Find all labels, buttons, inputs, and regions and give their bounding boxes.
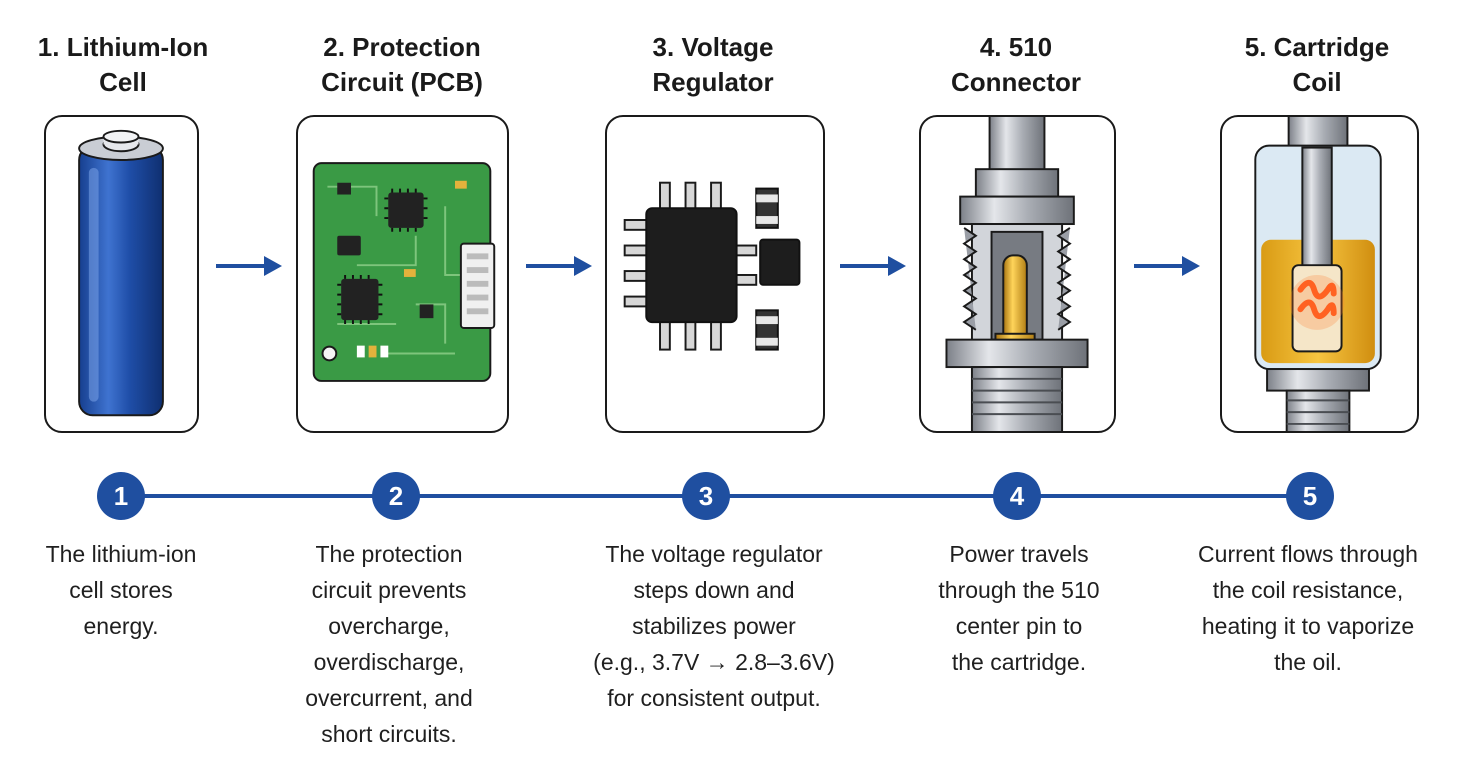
step-4-title-line1: 4. 510 (979, 32, 1053, 62)
step-1-description: The lithium-ion cell stores energy. (0, 536, 271, 644)
step-3-desc-line: The voltage regulator (605, 541, 823, 567)
step-2-title: 2. Protection Circuit (PCB) (252, 30, 552, 100)
step-3-title: 3. Voltage Regulator (563, 30, 863, 100)
step-1-desc-line: energy. (83, 613, 159, 639)
step-timeline: 1 2 3 4 5 (97, 472, 1334, 520)
step-2-desc-line: overdischarge, (313, 649, 465, 675)
step-4-desc-line: the cartridge. (951, 649, 1087, 675)
card-cartridge-coil (1220, 115, 1419, 433)
pcb-board-icon (312, 162, 496, 382)
step-2-title-line2: Circuit (PCB) (321, 67, 483, 97)
arrow-icon (840, 256, 906, 276)
step-marker-3: 3 (682, 472, 730, 520)
arrow-icon (526, 256, 592, 276)
step-2-desc-line: circuit prevents (311, 577, 467, 603)
step-5-desc-line: heating it to vaporize (1201, 613, 1415, 639)
card-protection-circuit (296, 115, 509, 433)
step-marker-2-number: 2 (389, 481, 403, 511)
cartridge-coil-icon (1254, 117, 1382, 431)
step-1-title-line2: Cell (99, 67, 147, 97)
card-lithium-ion-cell (44, 115, 199, 433)
step-3-desc-line: for consistent output. (607, 685, 821, 711)
voltage-regulator-chip-icon (623, 181, 801, 351)
step-4-title-line2: Connector (951, 67, 1081, 97)
step-5-desc-line: the oil. (1274, 649, 1342, 675)
step-marker-4-number: 4 (1010, 481, 1025, 511)
step-5-title: 5. Cartridge Coil (1167, 30, 1467, 100)
step-marker-3-number: 3 (699, 481, 713, 511)
step-3-desc-line: steps down and (633, 577, 795, 603)
step-4-description: Power travels through the 510 center pin… (869, 536, 1169, 680)
step-5-description: Current flows through the coil resistanc… (1158, 536, 1458, 680)
step-4-desc-line: Power travels (949, 541, 1089, 567)
step-2-title-line1: 2. Protection (323, 32, 481, 62)
step-2-desc-line: short circuits. (321, 721, 457, 747)
step-1-desc-line: The lithium-ion (45, 541, 197, 567)
step-5-desc-line: the coil resistance, (1212, 577, 1404, 603)
card-voltage-regulator (605, 115, 825, 433)
step-marker-5: 5 (1286, 472, 1334, 520)
step-3-title-line1: 3. Voltage (652, 32, 774, 62)
arrow-icon (216, 256, 282, 276)
step-2-desc-line: overcurrent, and (305, 685, 473, 711)
step-3-desc-line: (e.g., 3.7V → 2.8–3.6V) (593, 649, 835, 675)
step-3-description: The voltage regulator steps down and sta… (564, 536, 864, 716)
step-1-title-line1: 1. Lithium-Ion (37, 32, 209, 62)
step-2-description: The protection circuit prevents overchar… (239, 536, 539, 752)
step-marker-4: 4 (993, 472, 1041, 520)
step-1-desc-line: cell stores (69, 577, 173, 603)
step-marker-1: 1 (97, 472, 145, 520)
step-3-title-line2: Regulator (652, 67, 774, 97)
arrow-icon (1134, 256, 1200, 276)
step-4-desc-line: through the 510 (938, 577, 1100, 603)
card-510-connector (919, 115, 1116, 433)
step-1-title: 1. Lithium-Ion Cell (0, 30, 273, 100)
step-marker-1-number: 1 (114, 481, 128, 511)
step-5-desc-line: Current flows through (1198, 541, 1418, 567)
step-4-title: 4. 510 Connector (866, 30, 1166, 100)
step-4-desc-line: center pin to (955, 613, 1083, 639)
step-5-title-line2: Coil (1292, 67, 1342, 97)
step-marker-5-number: 5 (1303, 481, 1317, 511)
step-3-desc-line: stabilizes power (632, 613, 796, 639)
connector-510-icon (945, 117, 1089, 431)
step-2-desc-line: The protection (315, 541, 463, 567)
battery-cell-icon (78, 129, 164, 417)
step-marker-2: 2 (372, 472, 420, 520)
step-5-title-line1: 5. Cartridge (1244, 32, 1390, 62)
step-2-desc-line: overcharge, (328, 613, 450, 639)
